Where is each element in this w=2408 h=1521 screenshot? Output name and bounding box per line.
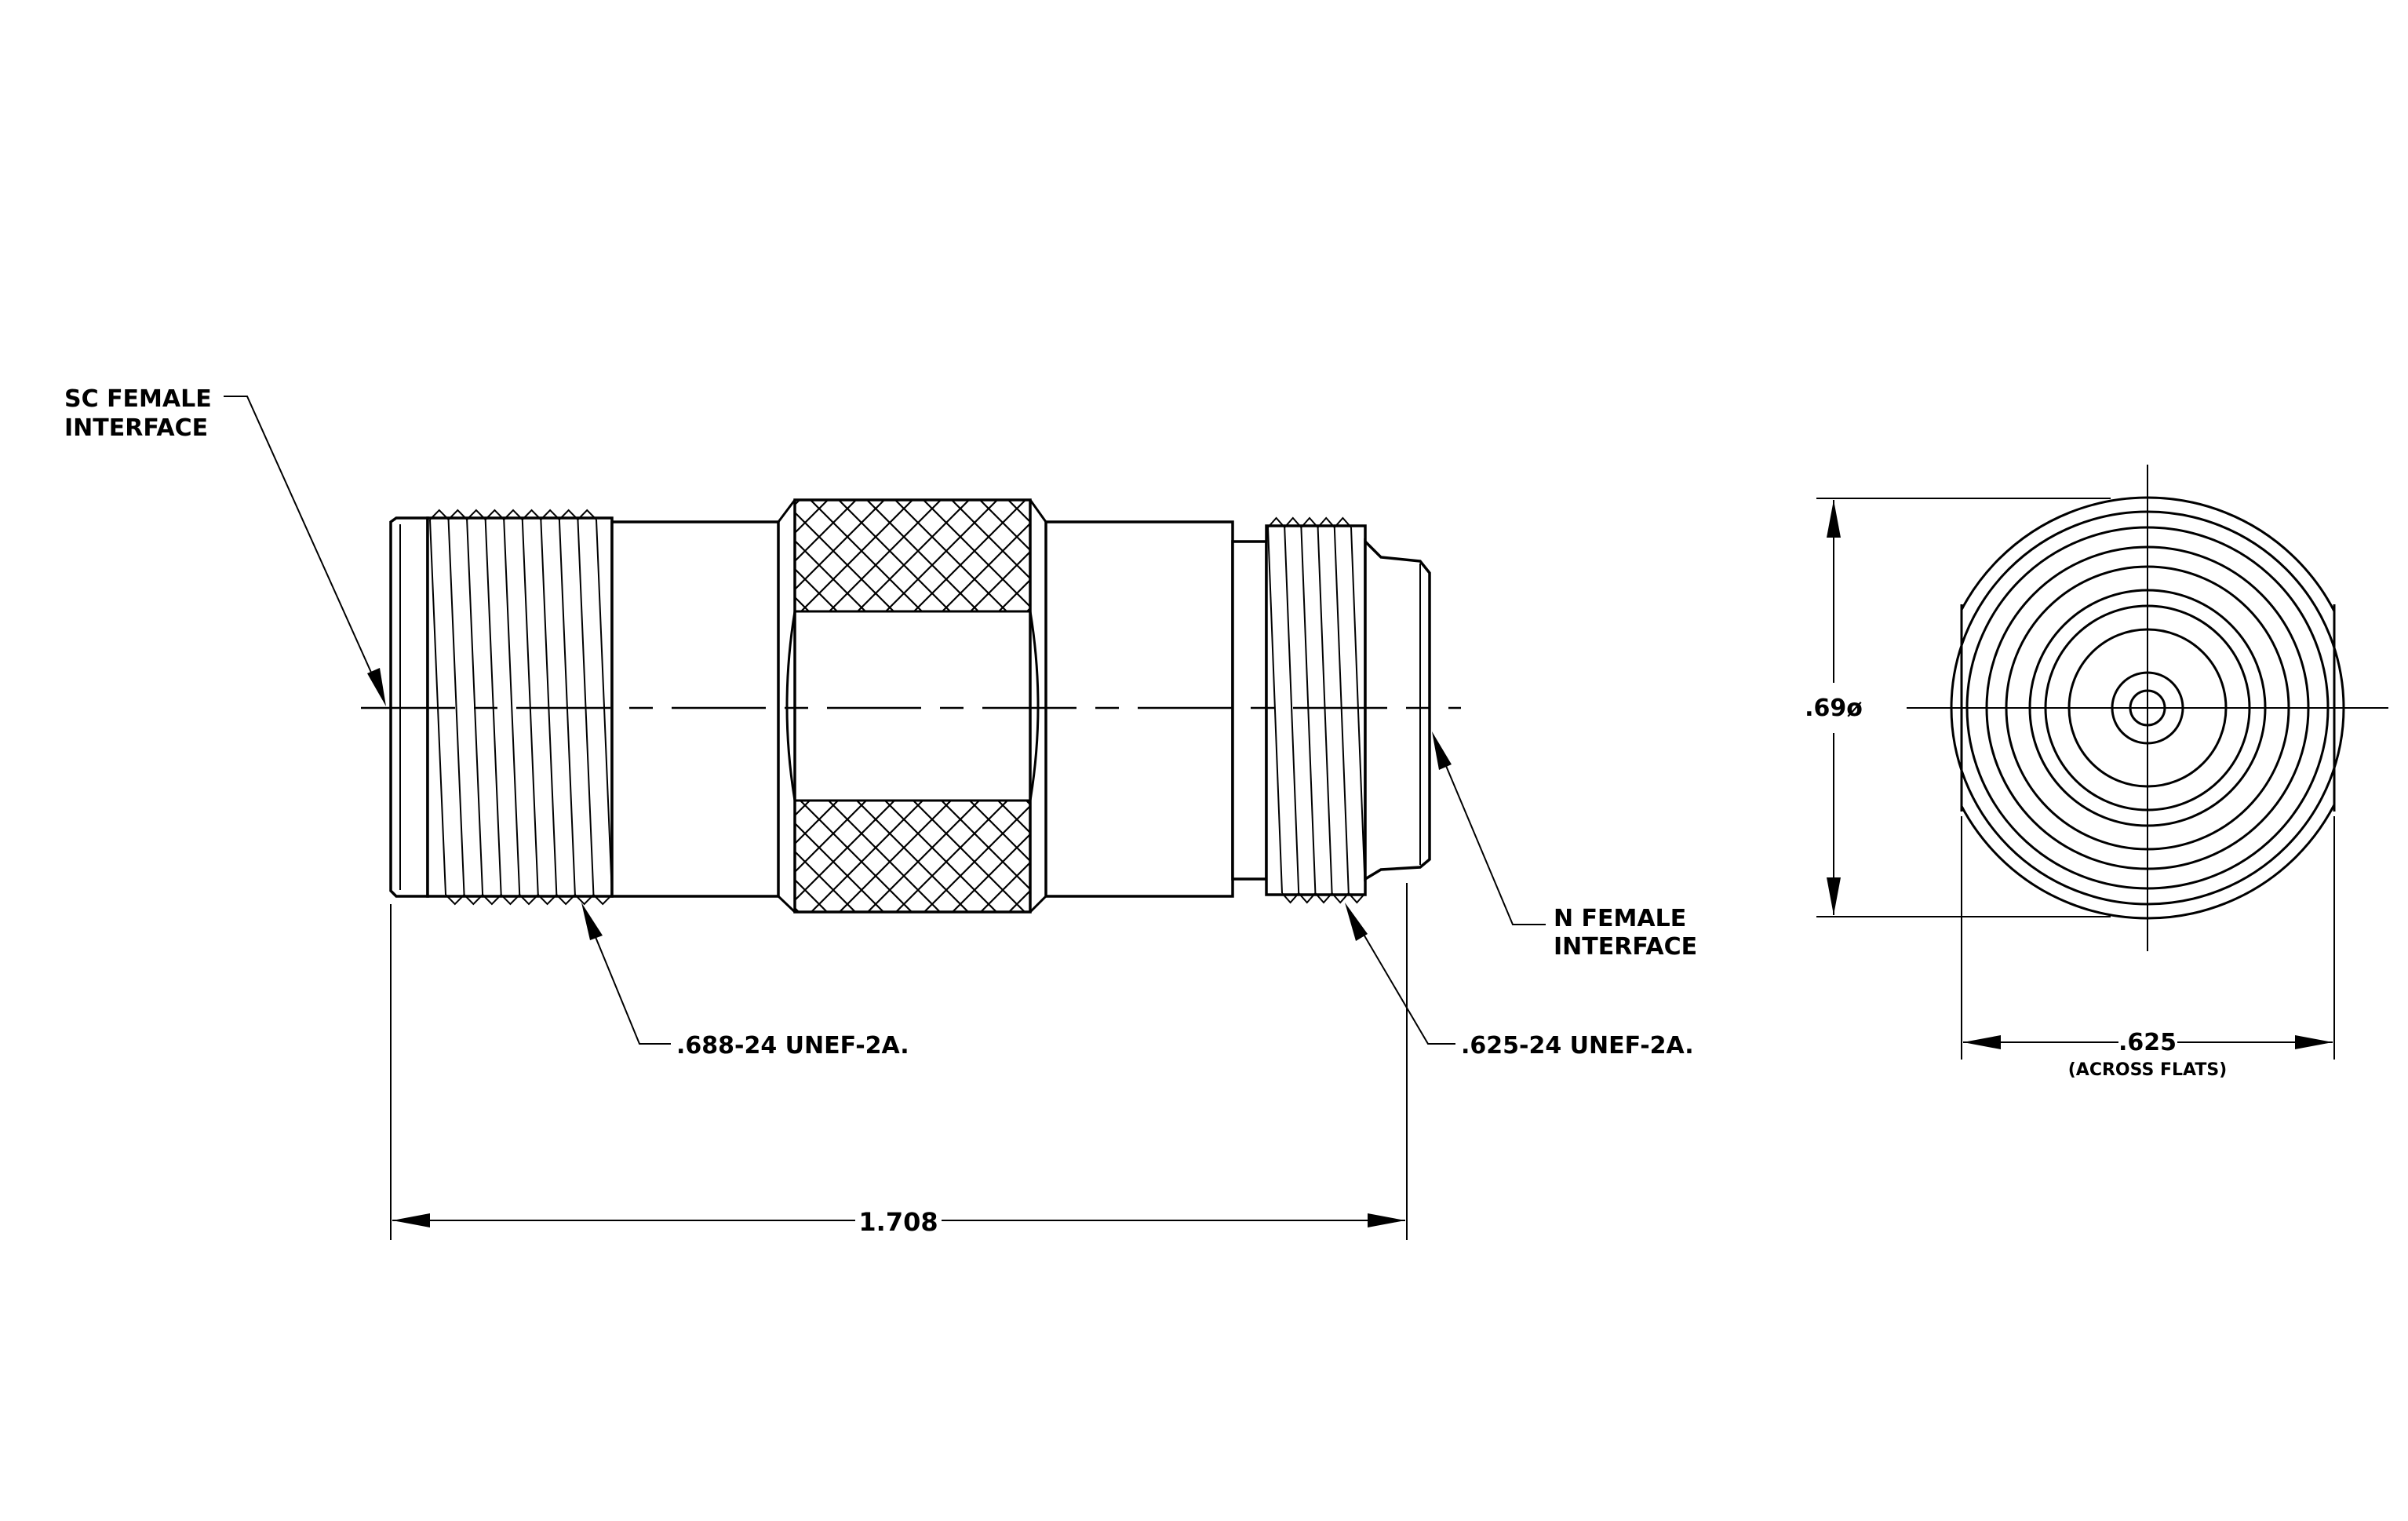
flats-note-text: (ACROSS FLATS): [2068, 1060, 2228, 1080]
dimensions: 1.708 .69ø .625 (ACROSS FLATS): [390, 498, 2335, 1240]
sc-label-line2: INTERFACE: [64, 414, 208, 442]
n-interface-nose: [1364, 538, 1431, 882]
right-thread-text: .625-24 UNEF-2A.: [1461, 1032, 1694, 1060]
end-view: [1907, 465, 2388, 951]
flats-value-text: .625: [2118, 1029, 2177, 1056]
right-neck: [1231, 540, 1268, 881]
n-label-line2: INTERFACE: [1554, 933, 1697, 961]
overall-length-text: 1.708: [858, 1207, 938, 1237]
knurl-top: [793, 498, 1032, 613]
knurl-bottom: [793, 799, 1032, 914]
sc-label-line1: SC FEMALE: [64, 385, 212, 413]
flats-mask: [1922, 471, 1962, 942]
n-label-line1: N FEMALE: [1554, 905, 1686, 932]
right-shoulder: [1044, 520, 1234, 898]
right-thread-crests: [1267, 516, 1366, 904]
left-shoulder: [610, 520, 780, 898]
diameter-text: .69ø: [1805, 695, 1863, 722]
left-thread-text: .688-24 UNEF-2A.: [676, 1032, 909, 1060]
callouts: SC FEMALE INTERFACE .688-24 UNEF-2A. .62…: [64, 385, 1697, 1060]
right-thread-body: [1265, 524, 1367, 896]
side-view: [361, 498, 1461, 914]
